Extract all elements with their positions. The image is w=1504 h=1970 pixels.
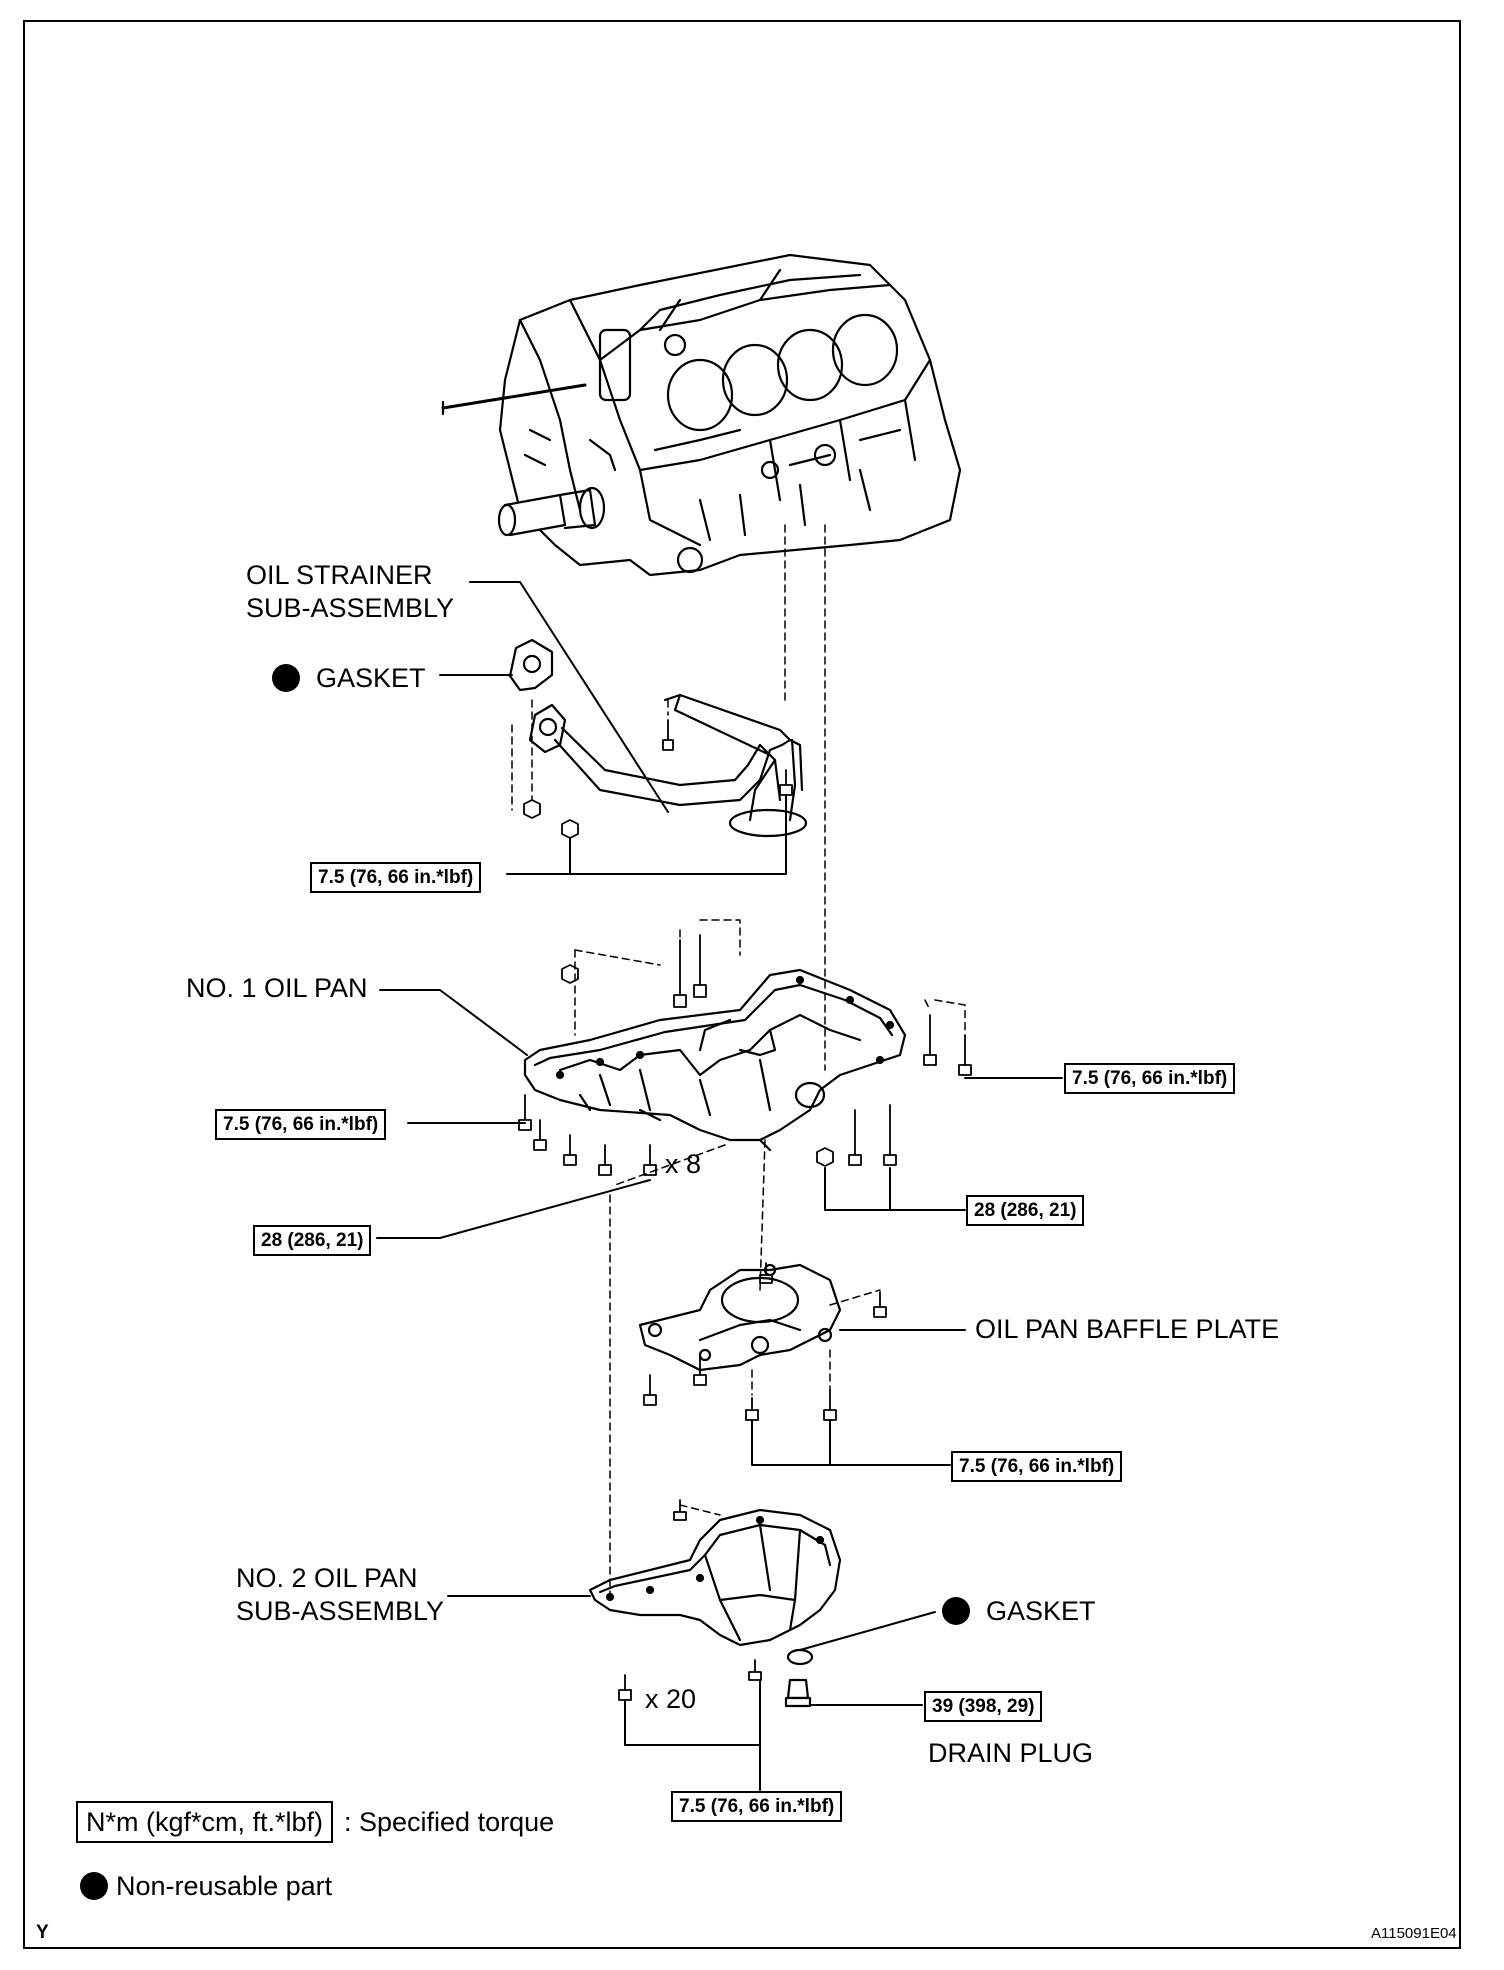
oil-strainer <box>508 638 808 838</box>
x8-count-label: x 8 <box>665 1149 702 1179</box>
corner-code-left: Y <box>36 1922 49 1943</box>
no2-oil-pan-label-text: NO. 2 OIL PAN SUB-ASSEMBLY <box>236 1563 445 1626</box>
bolts <box>518 719 972 1701</box>
torque-box-pan1-left: 7.5 (76, 66 in.*lbf) <box>215 1109 387 1140</box>
legend-nonreusable-text: Non-reusable part <box>116 1871 333 1901</box>
torque-box-drain: 39 (398, 29) <box>924 1691 1043 1722</box>
no1-oil-pan <box>523 968 907 1152</box>
non-reusable-dot-icon <box>272 663 300 692</box>
gasket-top-label-text: GASKET <box>316 663 426 693</box>
leader-lines <box>376 581 1063 1791</box>
no1-oil-pan-label: NO. 1 OIL PAN <box>186 973 368 1003</box>
engine-block <box>441 253 962 577</box>
x20-count-label: x 20 <box>645 1684 697 1714</box>
diagram-frame <box>23 20 1461 1949</box>
alignment-lines <box>511 524 966 1596</box>
baffle-plate-label: OIL PAN BAFFLE PLATE <box>975 1314 1280 1344</box>
torque-box-pan1-28-left: 28 (286, 21) <box>253 1225 372 1256</box>
torque-box-pan2: 7.5 (76, 66 in.*lbf) <box>671 1791 843 1822</box>
gasket-top-label: GASKET <box>272 662 426 695</box>
legend-torque-desc: : Specified torque <box>344 1807 555 1837</box>
corner-code-right: A115091E04 <box>1371 1925 1457 1942</box>
oil-strainer-label: OIL STRAINER SUB-ASSEMBLY <box>246 559 454 625</box>
no2-oil-pan-label: NO. 2 OIL PAN SUB-ASSEMBLY <box>236 1562 444 1628</box>
legend-nonreusable: Non-reusable part <box>80 1870 332 1903</box>
torque-box-pan1-28-right: 28 (286, 21) <box>966 1195 1085 1226</box>
torque-box-pan1-right: 7.5 (76, 66 in.*lbf) <box>1064 1063 1236 1094</box>
gasket-bottom-label: GASKET <box>942 1595 1096 1628</box>
oil-pan-baffle-plate <box>638 1263 842 1372</box>
drain-plug-label: DRAIN PLUG <box>928 1738 1094 1768</box>
gasket-bottom-label-text: GASKET <box>986 1596 1096 1626</box>
non-reusable-dot-icon <box>942 1596 970 1625</box>
torque-box-strainer: 7.5 (76, 66 in.*lbf) <box>310 862 482 893</box>
no2-oil-pan <box>588 1508 842 1647</box>
oil-strainer-label-text: OIL STRAINER SUB-ASSEMBLY <box>246 560 455 623</box>
legend-torque-box: N*m (kgf*cm, ft.*lbf) <box>76 1801 334 1843</box>
torque-box-baffle: 7.5 (76, 66 in.*lbf) <box>951 1451 1123 1482</box>
non-reusable-dot-icon <box>80 1871 108 1900</box>
